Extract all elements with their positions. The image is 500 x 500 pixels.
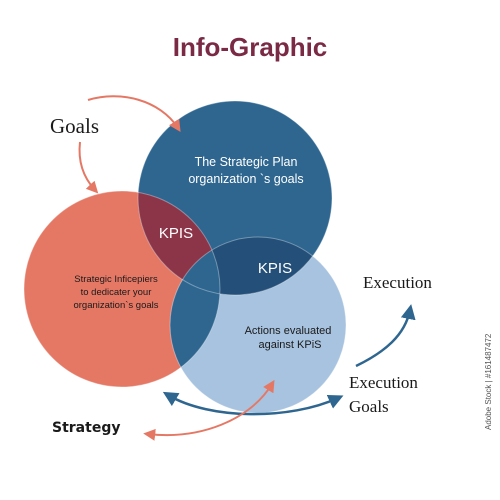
stock-side-text: Adobe Stock | #161487472 <box>484 333 493 430</box>
strategy-label: Strategy <box>52 420 120 436</box>
goals-arrow-to-left <box>78 141 99 194</box>
top-circle-line1: The Strategic Plan <box>195 155 298 169</box>
kpis-label-right: KPIS <box>258 260 292 277</box>
left-circle-line1: Strategic Inficepiers <box>74 274 158 285</box>
execution-goals-line1: Execution <box>349 373 418 392</box>
overlap-top-left <box>138 191 220 295</box>
circle-top-outline <box>137 100 333 296</box>
goals-label: Goals <box>50 114 99 138</box>
kpis-label-left: KPIS <box>159 225 193 242</box>
execution-goals-line2: Goals <box>349 397 389 416</box>
right-circle-line1: Actions evaluated <box>245 325 332 337</box>
right-circle-line2: against KPiS <box>259 339 322 351</box>
orange-double-arrow <box>143 379 275 441</box>
execution-label: Execution <box>363 273 432 292</box>
goals-arrow-to-top <box>87 95 181 133</box>
circle-left-outline <box>23 190 221 388</box>
left-circle-line2: to dedicater your <box>81 287 152 298</box>
left-circle-line3: organization`s goals <box>73 300 158 311</box>
top-circle-line2: organization `s goals <box>188 172 303 186</box>
execution-arrow <box>355 304 416 368</box>
page-title: Info-Graphic <box>173 32 328 62</box>
